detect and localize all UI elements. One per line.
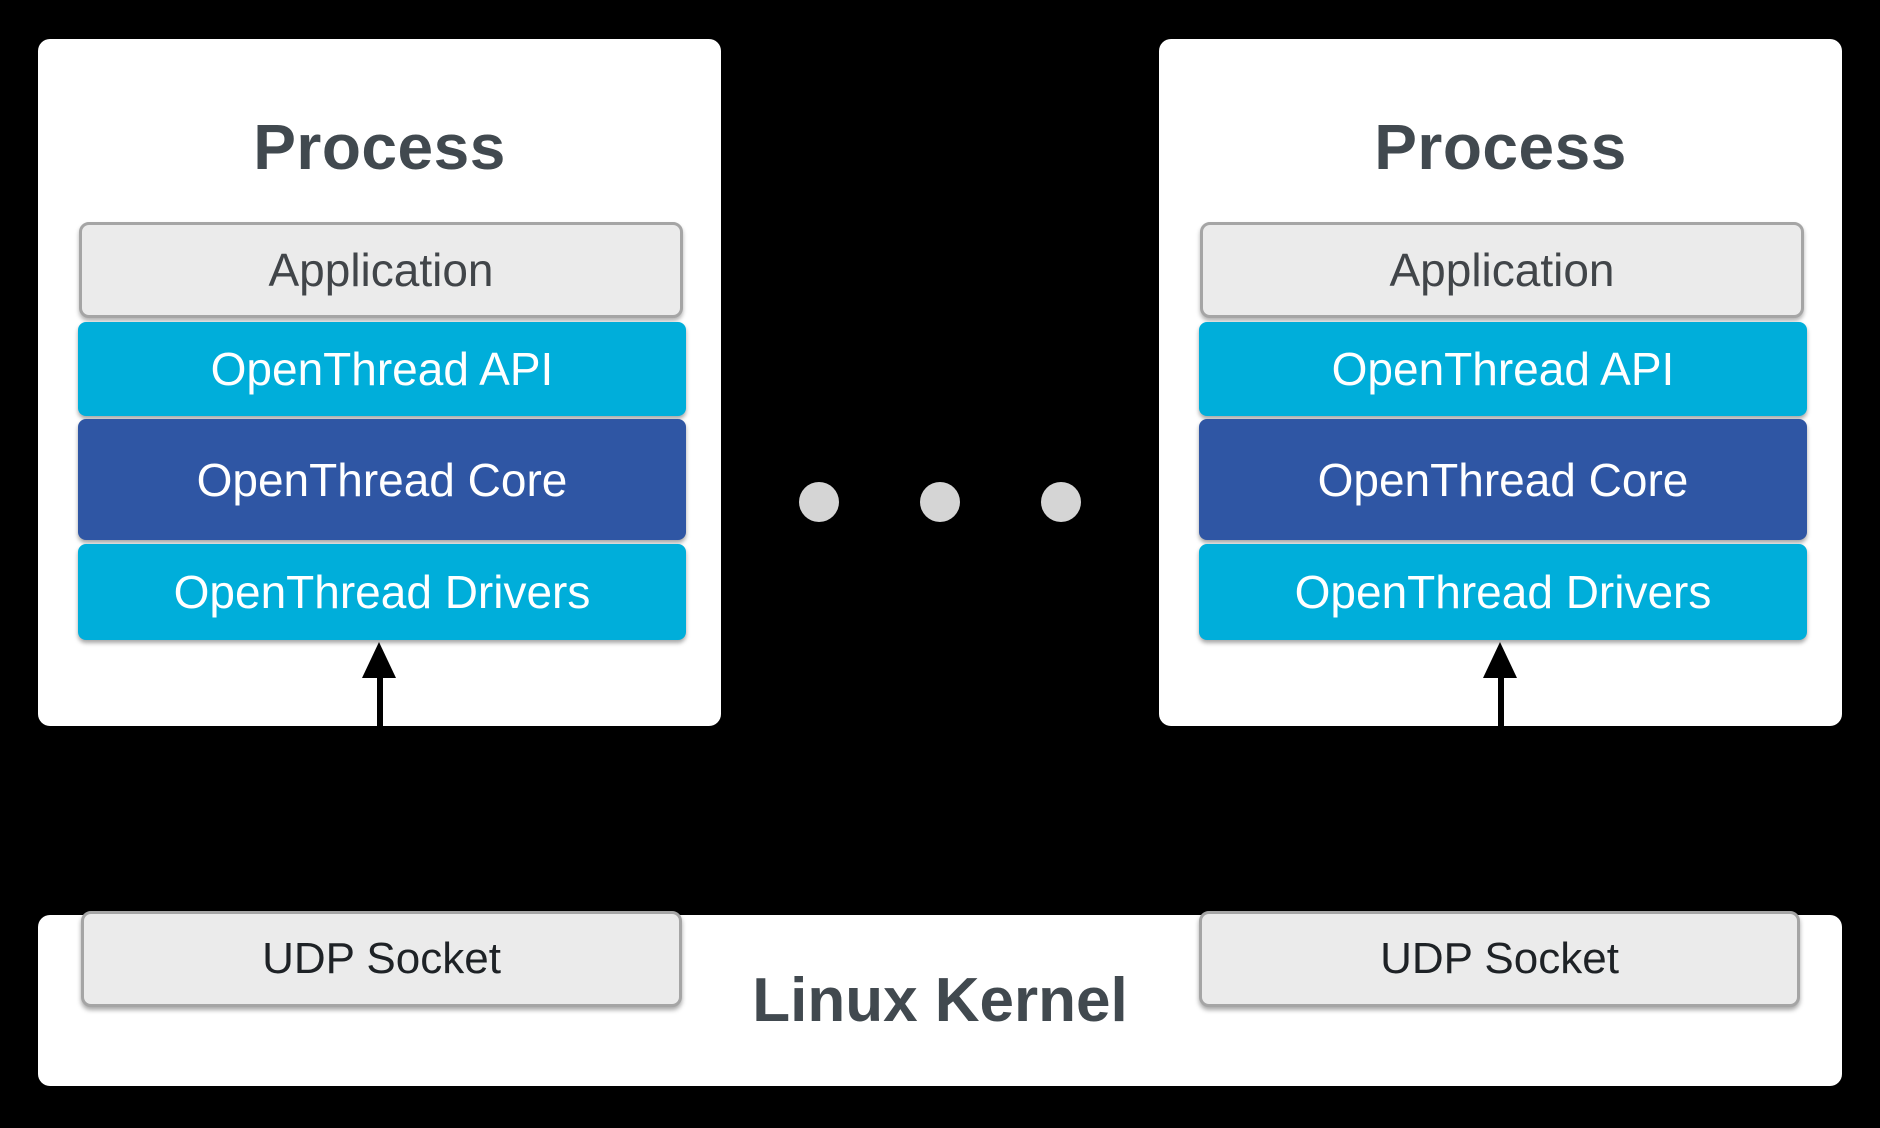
ellipsis-dot xyxy=(799,482,839,522)
process-title: Process xyxy=(1374,111,1627,183)
process-box-left: Process Application OpenThread API OpenT… xyxy=(38,39,721,726)
ellipsis-dot xyxy=(1041,482,1081,522)
layer-openthread-drivers: OpenThread Drivers xyxy=(1199,544,1807,640)
process-title: Process xyxy=(253,111,506,183)
layer-openthread-core-label: OpenThread Core xyxy=(1317,453,1689,506)
layer-openthread-core: OpenThread Core xyxy=(78,419,686,540)
up-arrow-icon xyxy=(1483,642,1517,678)
layer-openthread-api-label: OpenThread API xyxy=(210,343,554,395)
layer-openthread-api-label: OpenThread API xyxy=(1331,343,1675,395)
layer-openthread-drivers-label: OpenThread Drivers xyxy=(1294,566,1712,618)
udp-socket-label: UDP Socket xyxy=(1380,934,1619,983)
layer-application-label: Application xyxy=(1389,244,1615,296)
layer-application-label: Application xyxy=(268,244,494,296)
layer-application: Application xyxy=(1200,222,1804,318)
layer-openthread-api: OpenThread API xyxy=(1199,322,1807,416)
up-arrow-shaft xyxy=(1498,673,1504,726)
layer-openthread-drivers-label: OpenThread Drivers xyxy=(173,566,591,618)
linux-kernel-label: Linux Kernel xyxy=(752,966,1128,1035)
layer-openthread-drivers: OpenThread Drivers xyxy=(78,544,686,640)
layer-openthread-core-label: OpenThread Core xyxy=(196,453,568,506)
process-box-right: Process Application OpenThread API OpenT… xyxy=(1159,39,1842,726)
layer-openthread-core: OpenThread Core xyxy=(1199,419,1807,540)
layer-openthread-api: OpenThread API xyxy=(78,322,686,416)
udp-socket-right: UDP Socket xyxy=(1199,911,1800,1007)
ellipsis-dot xyxy=(920,482,960,522)
layer-application: Application xyxy=(79,222,683,318)
up-arrow-shaft xyxy=(377,673,383,726)
udp-socket-left: UDP Socket xyxy=(81,911,682,1007)
up-arrow-icon xyxy=(362,642,396,678)
udp-socket-label: UDP Socket xyxy=(262,934,501,983)
